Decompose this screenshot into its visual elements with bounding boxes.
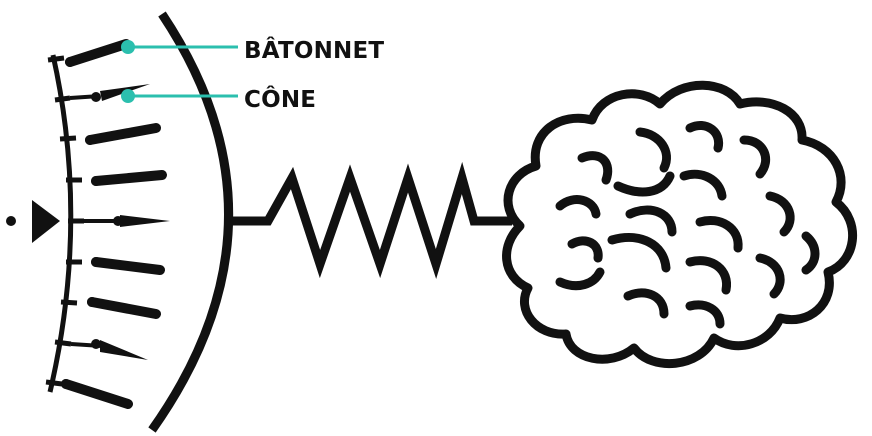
- label-cone: CÔNE: [244, 87, 316, 113]
- brain-fold: [690, 125, 719, 148]
- photoreceptor-cone: [55, 84, 150, 102]
- rod-pointer-dot: [121, 40, 135, 54]
- photoreceptor-cone: [55, 339, 148, 360]
- photoreceptor-rod: [48, 44, 126, 67]
- brain-icon: [507, 85, 853, 363]
- eye-wall-arc: [152, 14, 229, 430]
- brain-fold: [770, 196, 790, 232]
- photoreceptor-rod: [66, 257, 160, 270]
- brain-fold: [560, 200, 596, 214]
- light-arrow-icon: [32, 200, 60, 243]
- brain-fold: [560, 272, 600, 286]
- brain-outline: [507, 85, 853, 363]
- nerve-signal-zigzag: [232, 178, 512, 264]
- light-dot: [6, 216, 16, 226]
- photoreceptor-rod: [46, 379, 128, 404]
- photoreceptor-rod: [60, 128, 156, 145]
- brain-fold: [612, 238, 666, 268]
- brain-fold: [744, 140, 766, 174]
- brain-fold: [760, 258, 780, 294]
- brain-fold: [684, 174, 722, 196]
- photoreceptor-cone: [68, 215, 170, 227]
- brain-fold: [618, 176, 670, 192]
- photoreceptor-rod: [66, 175, 162, 186]
- brain-fold: [700, 220, 738, 248]
- brain-fold: [572, 241, 598, 258]
- brain-fold: [690, 261, 727, 290]
- brain-fold: [582, 156, 608, 180]
- brain-fold: [640, 132, 667, 168]
- brain-fold: [806, 236, 815, 270]
- retina-layer: [46, 44, 170, 404]
- photoreceptor-rod: [61, 297, 156, 314]
- light-source: [6, 200, 60, 243]
- label-rod: BÂTONNET: [244, 38, 384, 64]
- brain-fold: [630, 210, 672, 232]
- cone-pointer-dot: [121, 89, 135, 103]
- brain-fold: [628, 293, 664, 314]
- brain-fold: [690, 305, 720, 324]
